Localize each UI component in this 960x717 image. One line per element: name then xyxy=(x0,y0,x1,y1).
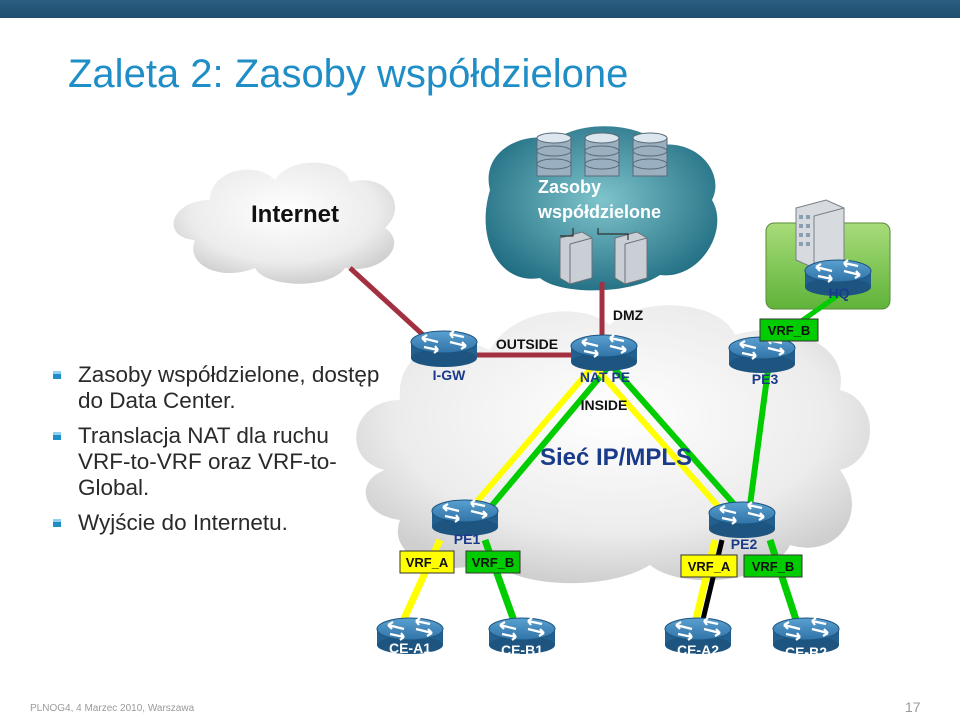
bullet-square-icon xyxy=(53,519,61,527)
router-hq-label: HQ xyxy=(829,285,850,301)
bullet-square-icon xyxy=(53,371,61,379)
bullet-item: Translacja NAT dla ruchu VRF-to-VRF oraz… xyxy=(52,423,382,501)
router-cea2-label: CE-A2 xyxy=(677,642,719,658)
router-igw-label: I-GW xyxy=(433,367,466,383)
router-ceb1-label: CE-B1 xyxy=(501,642,543,658)
router-pe2[interactable] xyxy=(707,500,777,540)
bullet-square-icon xyxy=(53,432,61,440)
bullet-text: Wyjście do Internetu. xyxy=(78,510,288,535)
vrf-a-box-pe1 xyxy=(399,550,455,574)
shared-label-line1: Zasoby xyxy=(538,177,601,197)
database-icons xyxy=(536,132,668,177)
router-cea1-label: CE-A1 xyxy=(389,640,431,656)
router-natpe-label: NAT PE xyxy=(580,369,630,385)
bullet-list: Zasoby współdzielone, dostęp do Data Cen… xyxy=(52,362,382,545)
shared-label-line2: współdzielone xyxy=(537,202,661,222)
vrf-b-label-pe3: VRF_B xyxy=(768,323,811,338)
vrf-b-box-pe2 xyxy=(743,554,803,578)
vrf-b-box-pe1 xyxy=(465,550,521,574)
internet-label: Internet xyxy=(251,201,339,228)
vrf-b-label-pe1: VRF_B xyxy=(472,555,515,570)
router-igw[interactable] xyxy=(409,329,479,369)
vrf-a-label-pe1: VRF_A xyxy=(406,555,449,570)
network-label: Sieć IP/MPLS xyxy=(540,444,692,471)
natpe-pe2-vrf-b-link xyxy=(609,364,751,522)
server-icons xyxy=(559,231,648,285)
vrf-b-box-pe3 xyxy=(759,318,819,342)
building-icon xyxy=(795,199,845,269)
inside-label: INSIDE xyxy=(581,397,628,413)
dmz-label: DMZ xyxy=(613,307,644,323)
pe3-pe2-link xyxy=(745,369,771,521)
page-number: 17 xyxy=(905,699,921,715)
natpe-pe1-vrf-a-link xyxy=(458,363,597,522)
router-natpe[interactable] xyxy=(569,333,639,373)
bullet-item: Wyjście do Internetu. xyxy=(52,510,382,536)
outside-label: OUTSIDE xyxy=(496,336,558,352)
vrf-b-label-pe2: VRF_B xyxy=(752,559,795,574)
router-pe3[interactable] xyxy=(727,335,797,375)
vrf-a-label-pe2: VRF_A xyxy=(688,559,731,574)
server-connector-lines xyxy=(560,228,629,240)
slide-title: Zaleta 2: Zasoby współdzielone xyxy=(68,52,629,96)
top-bar xyxy=(0,0,960,18)
router-pe1-label: PE1 xyxy=(454,531,481,547)
natpe-pe1-vrf-b-link xyxy=(475,363,613,524)
router-ceb2-label: CE-B2 xyxy=(785,644,827,660)
footer-text: PLNOG4, 4 Marzec 2010, Warszawa xyxy=(30,703,195,714)
bullet-text: Translacja NAT dla ruchu VRF-to-VRF oraz… xyxy=(78,423,337,500)
router-pe3-label: PE3 xyxy=(752,371,779,387)
router-pe2-label: PE2 xyxy=(731,536,758,552)
bullet-text: Zasoby współdzielone, dostęp do Data Cen… xyxy=(78,362,380,413)
bullet-item: Zasoby współdzielone, dostęp do Data Cen… xyxy=(52,362,382,414)
natpe-pe2-vrf-a-link xyxy=(593,366,735,524)
internet-cloud xyxy=(173,162,396,284)
vrf-a-box-pe2 xyxy=(680,554,738,578)
